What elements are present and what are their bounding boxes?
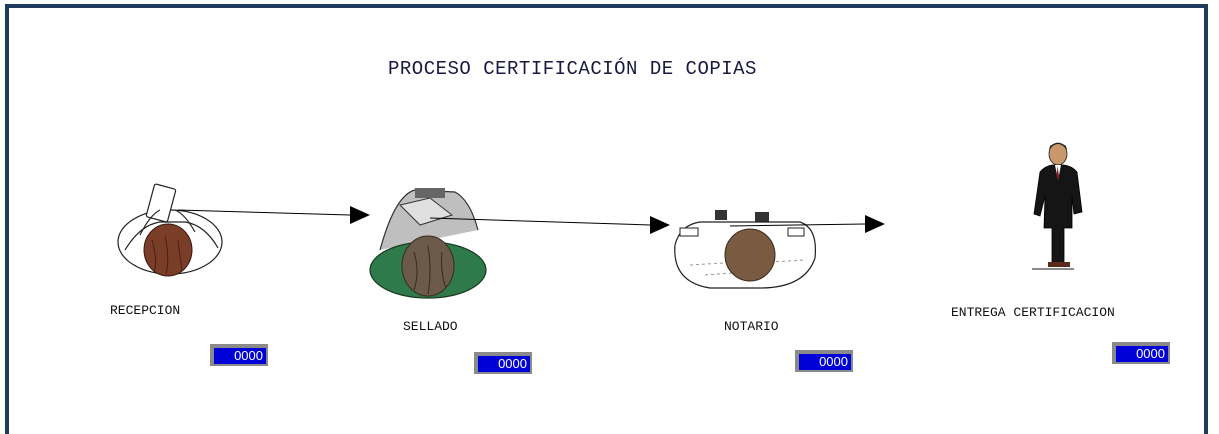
flow-arrow-3 [729, 215, 885, 233]
person-reading-icon [117, 183, 223, 277]
notary-desk-icon [674, 210, 817, 289]
counter-value: 0000 [478, 356, 530, 372]
counter-recepcion: 0000 [210, 344, 268, 366]
stage-label-sellado: SELLADO [403, 319, 458, 334]
stage-label-entrega: ENTREGA CERTIFICACION [951, 305, 1115, 320]
stage-label-recepcion: RECEPCION [110, 303, 181, 318]
counter-entrega: 0000 [1112, 342, 1170, 364]
person-stamping-icon [369, 188, 487, 299]
stage-label-notario: NOTARIO [724, 319, 779, 334]
counter-value: 0000 [1116, 346, 1168, 362]
flow-arrow-1 [177, 206, 370, 224]
counter-notario: 0000 [795, 350, 853, 372]
counter-sellado: 0000 [474, 352, 532, 374]
flow-arrow-2 [429, 216, 670, 234]
diagram-title: PROCESO CERTIFICACIÓN DE COPIAS [388, 58, 757, 80]
diagram-frame [5, 4, 1208, 434]
counter-value: 0000 [799, 354, 851, 370]
businessman-icon [1032, 142, 1083, 270]
counter-value: 0000 [214, 348, 266, 364]
